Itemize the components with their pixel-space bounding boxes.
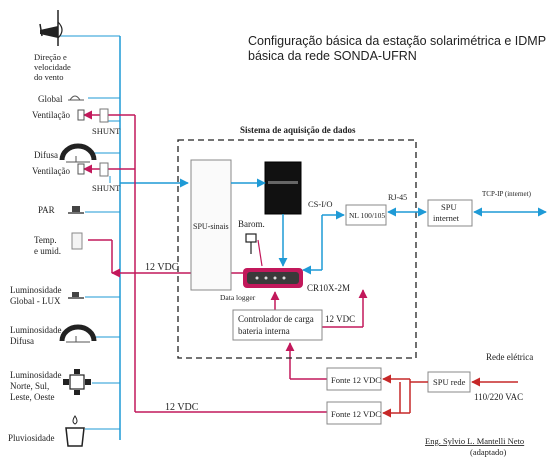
controller-label-1: Controlador de carga [238, 314, 314, 324]
author-note: (adaptado) [470, 447, 507, 457]
nl-converter-box [345, 204, 387, 226]
difusa-label: Difusa [34, 150, 58, 160]
shunt-label-1: SHUNT [92, 126, 121, 136]
ventilation-label-2: Ventilação [32, 166, 70, 176]
vdc-label-bottom: 12 VDC [165, 402, 199, 413]
datalogger-label: Data logger [220, 293, 256, 302]
wind-sensor-icon [39, 10, 63, 46]
rain-label: Pluviosidade [8, 433, 55, 443]
lux-nslo-label-1: Luminosidade [10, 370, 62, 380]
wind-label-2: velocidade [34, 62, 71, 72]
ventilation-label-1: Ventilação [32, 110, 70, 120]
acquisition-system-label: Sistema de aquisição de dados [240, 125, 356, 135]
lux-nslo-label-2: Norte, Sul, [10, 381, 49, 391]
fonte-12vdc-1-box [326, 367, 382, 391]
par-sensor-icon [68, 206, 84, 214]
spu-sinais-label: SPU-sinais [193, 222, 229, 231]
temp-label-1: Temp. [34, 235, 57, 245]
lux-diffuse-label-1: Luminosidade [10, 325, 62, 335]
acquisition-system-box [177, 139, 417, 359]
lux-global-label-1: Luminosidade [10, 285, 62, 295]
csio-label: CS-I/O [308, 199, 333, 209]
vdc-label-ctrl: 12 VDC [325, 314, 355, 324]
rede-eletrica-label: Rede elétrica [486, 352, 533, 362]
cr10x-label: CR10X-2M [307, 283, 350, 293]
vac-label: 110/220 VAC [474, 392, 523, 402]
wind-label-1: Direção e [34, 52, 67, 62]
barometer-icon [245, 233, 257, 254]
ac-power-lines [382, 374, 518, 418]
controller-label-2: bateria interna [238, 326, 290, 336]
global-pyranometer-icon [68, 95, 84, 101]
diagram-title-line2: básica da rede SONDA-UFRN [248, 49, 417, 63]
fonte-2-label: Fonte 12 VDC [331, 409, 381, 419]
nl-label: NL 100/105 [349, 211, 385, 220]
vdc-label-temp: 12 VDC [145, 262, 179, 273]
lux-global-label-2: Global - LUX [10, 296, 61, 306]
diagram-title-line1: Configuração básica da estação solarimét… [248, 34, 546, 48]
barom-label: Barom. [238, 219, 265, 229]
shunt-label-2: SHUNT [92, 183, 121, 193]
wind-label-3: do vento [34, 72, 64, 82]
global-label: Global [38, 94, 63, 104]
fonte-1-label: Fonte 12 VDC [331, 375, 381, 385]
lux-diffuse-label-2: Difusa [10, 336, 34, 346]
author-name: Eng. Sylvio L. Mantelli Neto [425, 436, 524, 446]
keypad-display-line [268, 181, 298, 184]
lux-nslo-label-3: Leste, Oeste [10, 392, 54, 402]
temp-label-2: e umid. [34, 246, 61, 256]
fonte-12vdc-2-box [326, 401, 382, 425]
ventilator-icon [77, 108, 109, 123]
lux-global-sensor-icon [68, 292, 84, 299]
ventilator-icon-2 [77, 162, 109, 177]
spu-internet-label-2: internet [433, 213, 460, 223]
tcpip-label: TCP-IP (internet) [482, 190, 532, 198]
temp-humidity-sensor-icon [71, 232, 83, 250]
lux-diffuse-sensor-icon [59, 324, 97, 343]
lux-directional-sensor-icon [63, 369, 91, 395]
spu-rede-label: SPU rede [433, 377, 466, 387]
signal-bus [60, 35, 189, 440]
rj45-label: RJ-45 [388, 193, 407, 202]
spu-sinais-box [190, 159, 232, 291]
keypad-display-icon [264, 161, 302, 215]
rain-gauge-icon [65, 415, 85, 447]
par-label: PAR [38, 205, 55, 215]
charge-controller-box [232, 309, 323, 341]
spu-internet-box [427, 199, 473, 227]
power-12v-lines [83, 110, 368, 413]
diffuse-shadowband-icon [59, 143, 97, 163]
spu-internet-label-1: SPU [441, 202, 457, 212]
cr10x-datalogger-icon [243, 268, 303, 288]
